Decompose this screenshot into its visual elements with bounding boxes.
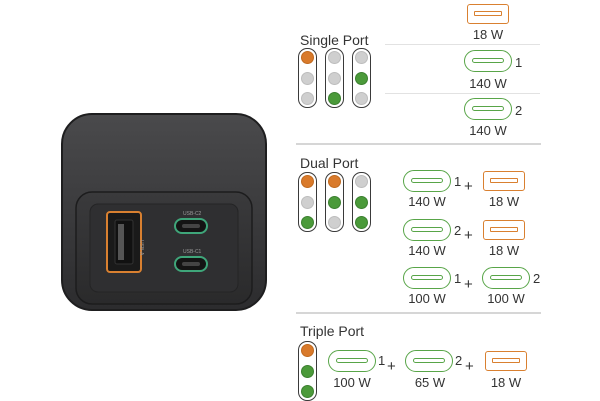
port-number: 2 xyxy=(533,271,541,286)
port-wattage: 65 W xyxy=(414,375,446,390)
led-orange-icon xyxy=(301,175,314,188)
row-divider xyxy=(385,93,540,94)
usb-c-port-icon xyxy=(403,219,451,241)
port-wattage: 18 W xyxy=(472,27,504,42)
port-wattage: 18 W xyxy=(488,194,520,209)
led-indicator-column xyxy=(325,48,344,108)
triple-port-title: Triple Port xyxy=(300,323,365,339)
led-green-icon xyxy=(301,364,314,378)
port-number: 1 xyxy=(378,353,386,368)
section-divider xyxy=(296,143,541,145)
plus-sign: + xyxy=(464,276,473,293)
plus-sign: + xyxy=(465,358,474,375)
port-wattage: 18 W xyxy=(490,375,522,390)
led-off-icon xyxy=(328,51,341,64)
led-indicator-column xyxy=(298,172,317,232)
led-off-icon xyxy=(301,71,314,85)
led-indicator-column xyxy=(298,48,317,108)
led-green-icon xyxy=(328,92,341,105)
usb-c2-label: USB-C2 xyxy=(183,211,202,217)
led-green-icon xyxy=(355,216,368,229)
port-number: 2 xyxy=(454,223,462,238)
usb-c-port-icon xyxy=(482,267,530,289)
port-number: 1 xyxy=(515,55,523,70)
port-number: 2 xyxy=(515,103,523,118)
led-off-icon xyxy=(301,92,314,105)
led-off-icon xyxy=(328,71,341,85)
usb-c1-label: USB-C1 xyxy=(183,249,202,255)
charger-device: USB-A USB-C2 USB-C1 xyxy=(60,112,268,312)
port-wattage: 140 W xyxy=(469,76,507,91)
port-wattage: 18 W xyxy=(488,243,520,258)
led-orange-icon xyxy=(328,175,341,188)
led-indicator-column xyxy=(352,172,371,232)
led-indicator-column xyxy=(325,172,344,232)
usb-a-port-icon xyxy=(467,4,509,24)
led-green-icon xyxy=(301,385,314,398)
usb-c-port-icon xyxy=(328,350,376,372)
port-number: 1 xyxy=(454,174,462,189)
plus-sign: + xyxy=(464,178,473,195)
led-green-icon xyxy=(355,195,368,209)
port-wattage: 100 W xyxy=(487,291,525,306)
led-off-icon xyxy=(328,216,341,229)
port-wattage: 140 W xyxy=(469,123,507,138)
led-orange-icon xyxy=(301,51,314,64)
dual-port-title: Dual Port xyxy=(300,155,359,171)
port-wattage: 140 W xyxy=(408,194,446,209)
port-number: 2 xyxy=(455,353,463,368)
led-off-icon xyxy=(301,195,314,209)
led-indicator-column xyxy=(298,341,317,401)
port-wattage: 140 W xyxy=(408,243,446,258)
plus-sign: + xyxy=(387,358,396,375)
usb-a-port-icon xyxy=(485,351,527,371)
led-green-icon xyxy=(328,195,341,209)
usb-c-port-icon xyxy=(403,267,451,289)
usb-a-port-icon xyxy=(483,171,525,191)
port-number: 1 xyxy=(454,271,462,286)
usb-c-port-icon xyxy=(464,98,512,120)
led-off-icon xyxy=(355,92,368,105)
led-orange-icon xyxy=(301,344,314,357)
led-off-icon xyxy=(355,175,368,188)
led-green-icon xyxy=(355,71,368,85)
port-wattage: 100 W xyxy=(333,375,371,390)
usb-c-port-icon xyxy=(405,350,453,372)
single-port-title: Single Port xyxy=(300,32,369,48)
plus-sign: + xyxy=(464,227,473,244)
led-off-icon xyxy=(355,51,368,64)
usb-c-port-icon xyxy=(403,170,451,192)
led-green-icon xyxy=(301,216,314,229)
led-indicator-column xyxy=(352,48,371,108)
row-divider xyxy=(385,44,540,45)
usb-a-port-icon xyxy=(483,220,525,240)
usb-a-label: USB-A xyxy=(138,240,144,256)
usb-c-port-icon xyxy=(464,50,512,72)
section-divider xyxy=(296,312,541,314)
port-wattage: 100 W xyxy=(408,291,446,306)
